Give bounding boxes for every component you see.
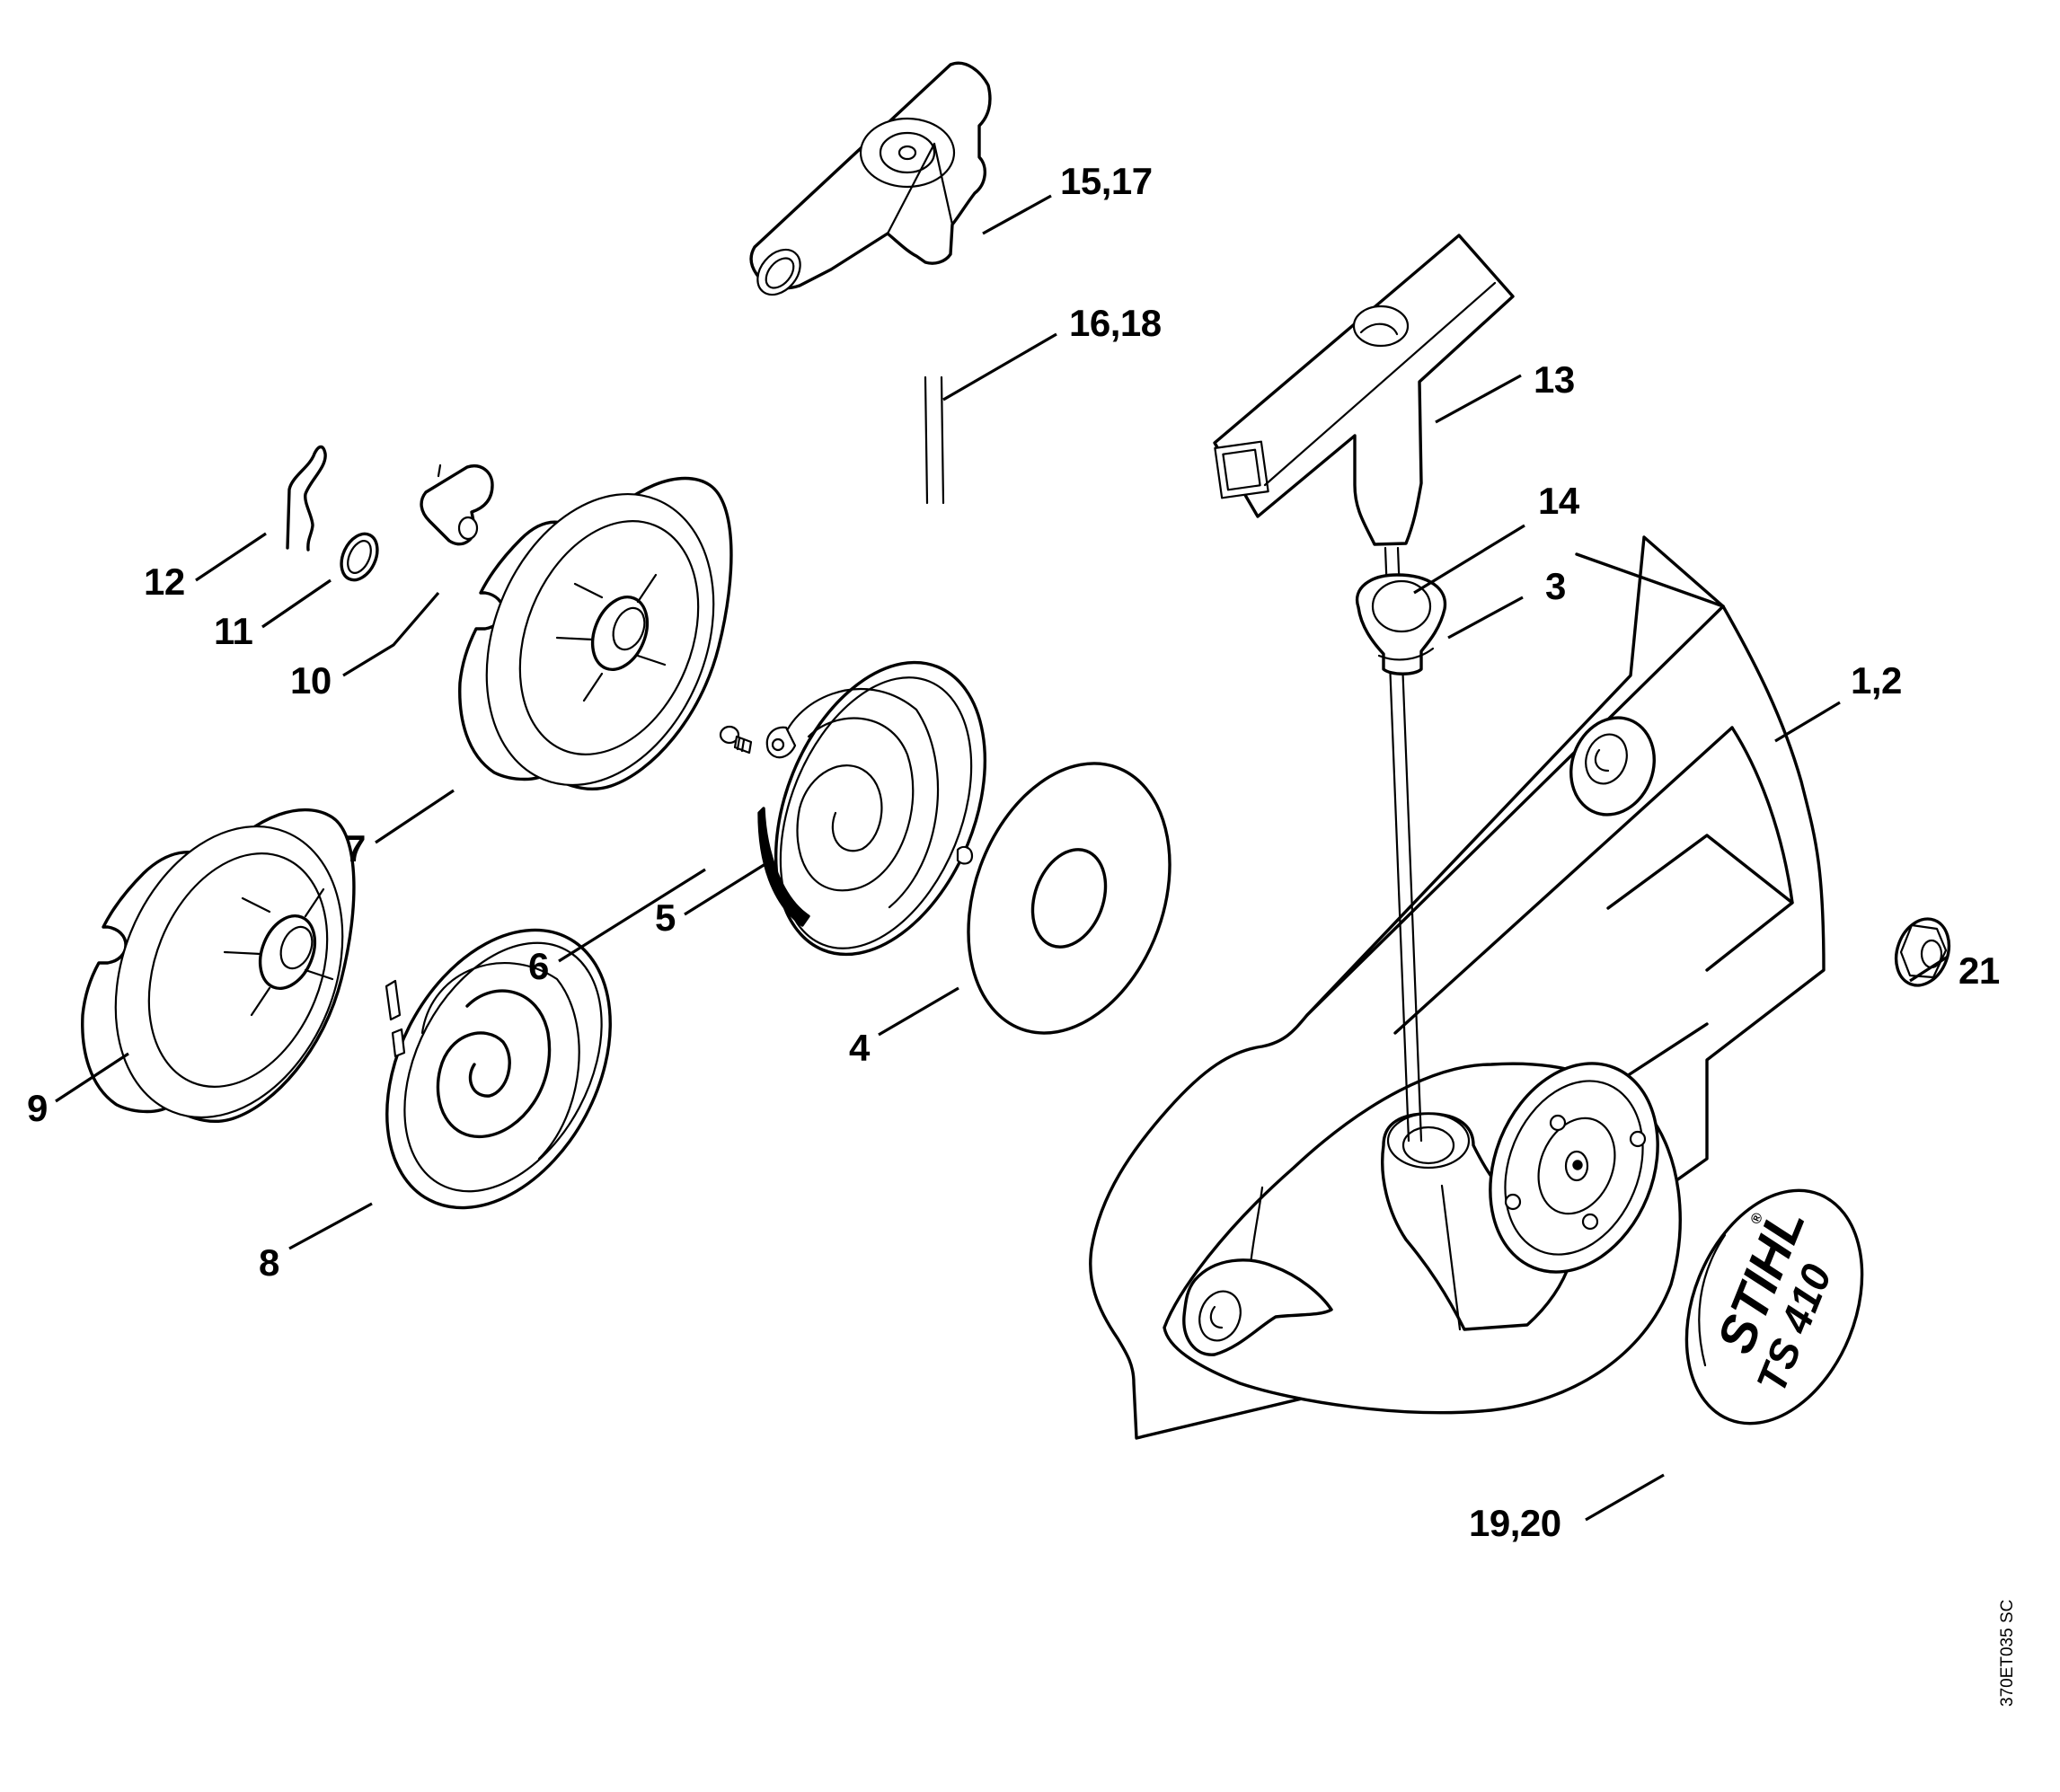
callout-16-18[interactable]: 16,18 xyxy=(1069,302,1162,344)
washer-ring[interactable] xyxy=(334,528,384,586)
rewind-spring[interactable] xyxy=(341,892,655,1247)
leader-lines xyxy=(55,194,1949,1522)
rope-rotor-b[interactable] xyxy=(75,792,385,1152)
washer-disc[interactable] xyxy=(933,735,1205,1061)
leader-13 xyxy=(1435,374,1522,424)
callout-8[interactable]: 8 xyxy=(259,1241,280,1284)
drawing-code: 370ET035 SC xyxy=(1998,1600,2017,1707)
callout-3[interactable]: 3 xyxy=(1545,565,1566,607)
callout-14[interactable]: 14 xyxy=(1538,480,1580,522)
leader-3 xyxy=(1447,596,1524,640)
leader-12 xyxy=(195,532,267,582)
callout-10[interactable]: 10 xyxy=(290,659,332,702)
leader-10 xyxy=(342,591,440,677)
leader-4 xyxy=(878,986,959,1037)
spring-housing-assembly[interactable] xyxy=(736,631,1025,985)
callout-1-2[interactable]: 1,2 xyxy=(1851,659,1902,702)
leader-14 xyxy=(1413,524,1525,595)
leader-19-20 xyxy=(1585,1473,1665,1522)
starter-rope-a[interactable] xyxy=(924,375,945,505)
leader-15-17 xyxy=(982,194,1052,235)
leader-5 xyxy=(684,861,769,916)
fan-housing[interactable] xyxy=(1089,535,1826,1440)
callout-labels: 15,17 16,18 13 14 3 1,2 21 19,20 12 11 1… xyxy=(27,160,2000,1544)
spring-clip[interactable] xyxy=(286,445,327,552)
leader-7 xyxy=(375,789,455,844)
rope-rotor-a[interactable] xyxy=(446,460,756,819)
callout-9[interactable]: 9 xyxy=(27,1087,48,1129)
leader-21 xyxy=(1909,955,1949,983)
starter-grip-square[interactable] xyxy=(1213,234,1515,546)
callout-21[interactable]: 21 xyxy=(1958,949,2000,992)
callout-15-17[interactable]: 15,17 xyxy=(1060,160,1153,202)
starter-grip-round[interactable] xyxy=(749,61,992,303)
callout-19-20[interactable]: 19,20 xyxy=(1469,1502,1561,1544)
screw[interactable] xyxy=(719,725,753,755)
callout-6[interactable]: 6 xyxy=(528,945,549,987)
model-emblem[interactable]: STIHL TS 410 ® xyxy=(1654,1164,1895,1450)
callout-12[interactable]: 12 xyxy=(144,561,185,603)
leader-6 xyxy=(558,868,706,963)
leader-16-18 xyxy=(942,332,1057,402)
callout-13[interactable]: 13 xyxy=(1534,358,1575,401)
pawl[interactable] xyxy=(420,463,494,546)
leader-1-2 xyxy=(1774,701,1841,743)
callout-4[interactable]: 4 xyxy=(849,1027,871,1069)
leader-8 xyxy=(288,1202,373,1250)
leader-9 xyxy=(55,1052,129,1103)
collar-nut[interactable] xyxy=(1888,912,1958,993)
rope-guide-bush[interactable] xyxy=(1355,573,1447,675)
callout-5[interactable]: 5 xyxy=(655,896,676,939)
leader-11 xyxy=(261,578,332,629)
callout-7[interactable]: 7 xyxy=(345,827,366,870)
callout-11[interactable]: 11 xyxy=(214,610,253,652)
